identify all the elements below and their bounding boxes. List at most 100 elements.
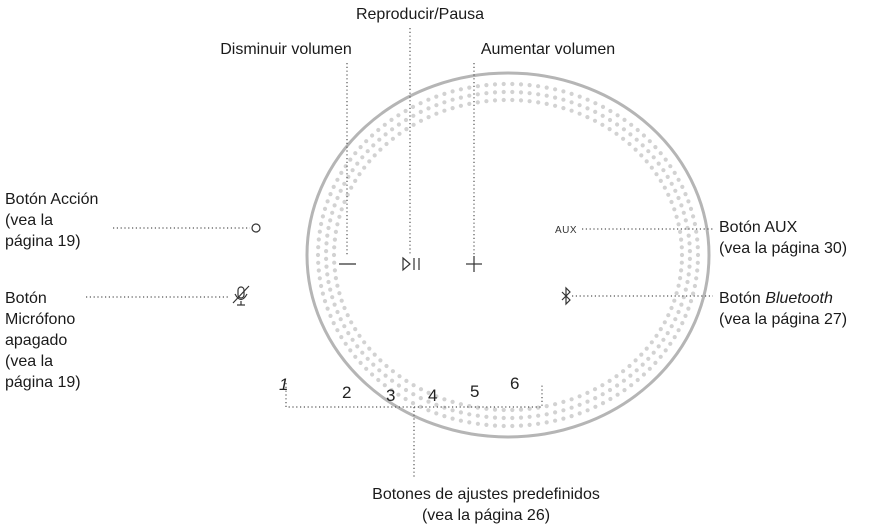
grille-dot: [450, 89, 455, 94]
grille-dot: [510, 81, 515, 87]
grille-dot: [553, 418, 558, 423]
grille-dot: [687, 249, 693, 254]
grille-dot: [527, 406, 532, 411]
grille-dot: [687, 264, 692, 269]
grille-dot: [592, 387, 598, 392]
microphone-off-icon[interactable]: [232, 285, 250, 306]
grille-dot: [669, 324, 674, 329]
mic-label-line-5: página 19): [5, 374, 81, 391]
grille-dot: [353, 327, 358, 332]
grille-dot: [633, 358, 638, 363]
grille-dot: [635, 377, 640, 383]
grille-dot: [342, 199, 347, 205]
grille-dot: [536, 92, 541, 97]
grille-dot: [527, 99, 532, 104]
grille-dot: [390, 136, 395, 141]
grille-dot: [585, 390, 590, 395]
grille-dot: [492, 415, 498, 420]
grille-dot: [434, 411, 439, 416]
grille-dot: [376, 127, 381, 133]
grille-dot: [608, 108, 613, 114]
grille-dot: [653, 145, 658, 150]
action-circle-icon[interactable]: [251, 223, 261, 233]
grille-dot: [634, 137, 639, 142]
preset-number-6[interactable]: 6: [510, 374, 519, 393]
grille-dot: [633, 147, 638, 152]
grille-dot: [672, 207, 677, 212]
grille-dot: [629, 122, 634, 127]
grille-dot: [411, 113, 416, 118]
grille-dot: [396, 383, 401, 388]
grille-dot: [544, 420, 549, 425]
grille-dot: [410, 104, 416, 109]
grille-dot: [628, 373, 633, 378]
grille-dot: [418, 396, 423, 401]
aux-button[interactable]: AUX: [555, 225, 577, 236]
grille-dot: [319, 283, 324, 289]
grille-dot: [390, 369, 395, 374]
grille-dot: [561, 106, 566, 111]
grille-dot: [396, 122, 401, 127]
grille-dot: [328, 218, 333, 223]
preset-number-4[interactable]: 4: [428, 386, 437, 405]
preset-number-5[interactable]: 5: [470, 382, 479, 401]
grille-dot: [434, 103, 439, 108]
grille-dot: [518, 82, 524, 87]
play-pause-icon[interactable]: [402, 256, 420, 272]
grille-dot: [683, 287, 688, 292]
grille-dot: [475, 413, 480, 418]
action-label-line-2: (vea la: [5, 212, 54, 229]
grille-dot: [397, 131, 402, 136]
grille-dot: [695, 237, 700, 242]
grille-dot: [442, 100, 447, 105]
grille-dot: [674, 214, 679, 219]
grille-dot: [686, 233, 691, 238]
grille-dot: [389, 388, 394, 393]
grille-dot: [442, 108, 447, 113]
grille-dot: [518, 415, 524, 420]
bluetooth-icon[interactable]: [561, 286, 571, 306]
presets-label-line-2: (vea la página 26): [421, 507, 551, 524]
grille-dot: [600, 104, 606, 109]
grille-dot: [501, 415, 506, 421]
grille-dot: [615, 392, 620, 397]
grille-dot: [679, 252, 685, 258]
grille-dot: [679, 203, 684, 208]
grille-dot: [656, 161, 661, 166]
grille-dot: [426, 399, 431, 404]
grille-dot: [331, 184, 336, 189]
grille-dot: [332, 302, 337, 307]
grille-dot: [621, 127, 627, 132]
grille-dot: [695, 268, 700, 273]
preset-number-3[interactable]: 3: [386, 386, 395, 405]
grille-dot: [593, 101, 598, 106]
grille-dot: [635, 127, 640, 133]
grille-dot: [316, 260, 321, 265]
grille-dot: [484, 422, 489, 427]
grille-dot: [343, 164, 348, 169]
preset-number-1[interactable]: 1: [279, 375, 288, 394]
grille-dot: [665, 331, 670, 336]
plus-icon[interactable]: [466, 256, 482, 272]
grille-dot: [335, 328, 340, 333]
grille-dot: [450, 97, 455, 102]
grille-dot: [661, 168, 666, 173]
grille-dot: [614, 374, 619, 379]
grille-dot: [510, 423, 515, 429]
grille-dot: [349, 320, 354, 325]
grille-dot: [411, 122, 416, 127]
grille-dot: [335, 309, 340, 315]
grille-dot: [458, 410, 463, 415]
grille-dot: [561, 89, 566, 94]
grille-dot: [593, 109, 598, 114]
grille-dot: [679, 268, 684, 273]
grille-dot: [371, 362, 376, 367]
grille-dot: [475, 100, 480, 105]
grille-dot: [426, 97, 431, 102]
grille-dot: [639, 352, 644, 357]
grille-dot: [607, 117, 613, 123]
preset-number-2[interactable]: 2: [342, 383, 351, 402]
grille-dot: [350, 168, 355, 173]
grille-dot: [561, 408, 566, 413]
